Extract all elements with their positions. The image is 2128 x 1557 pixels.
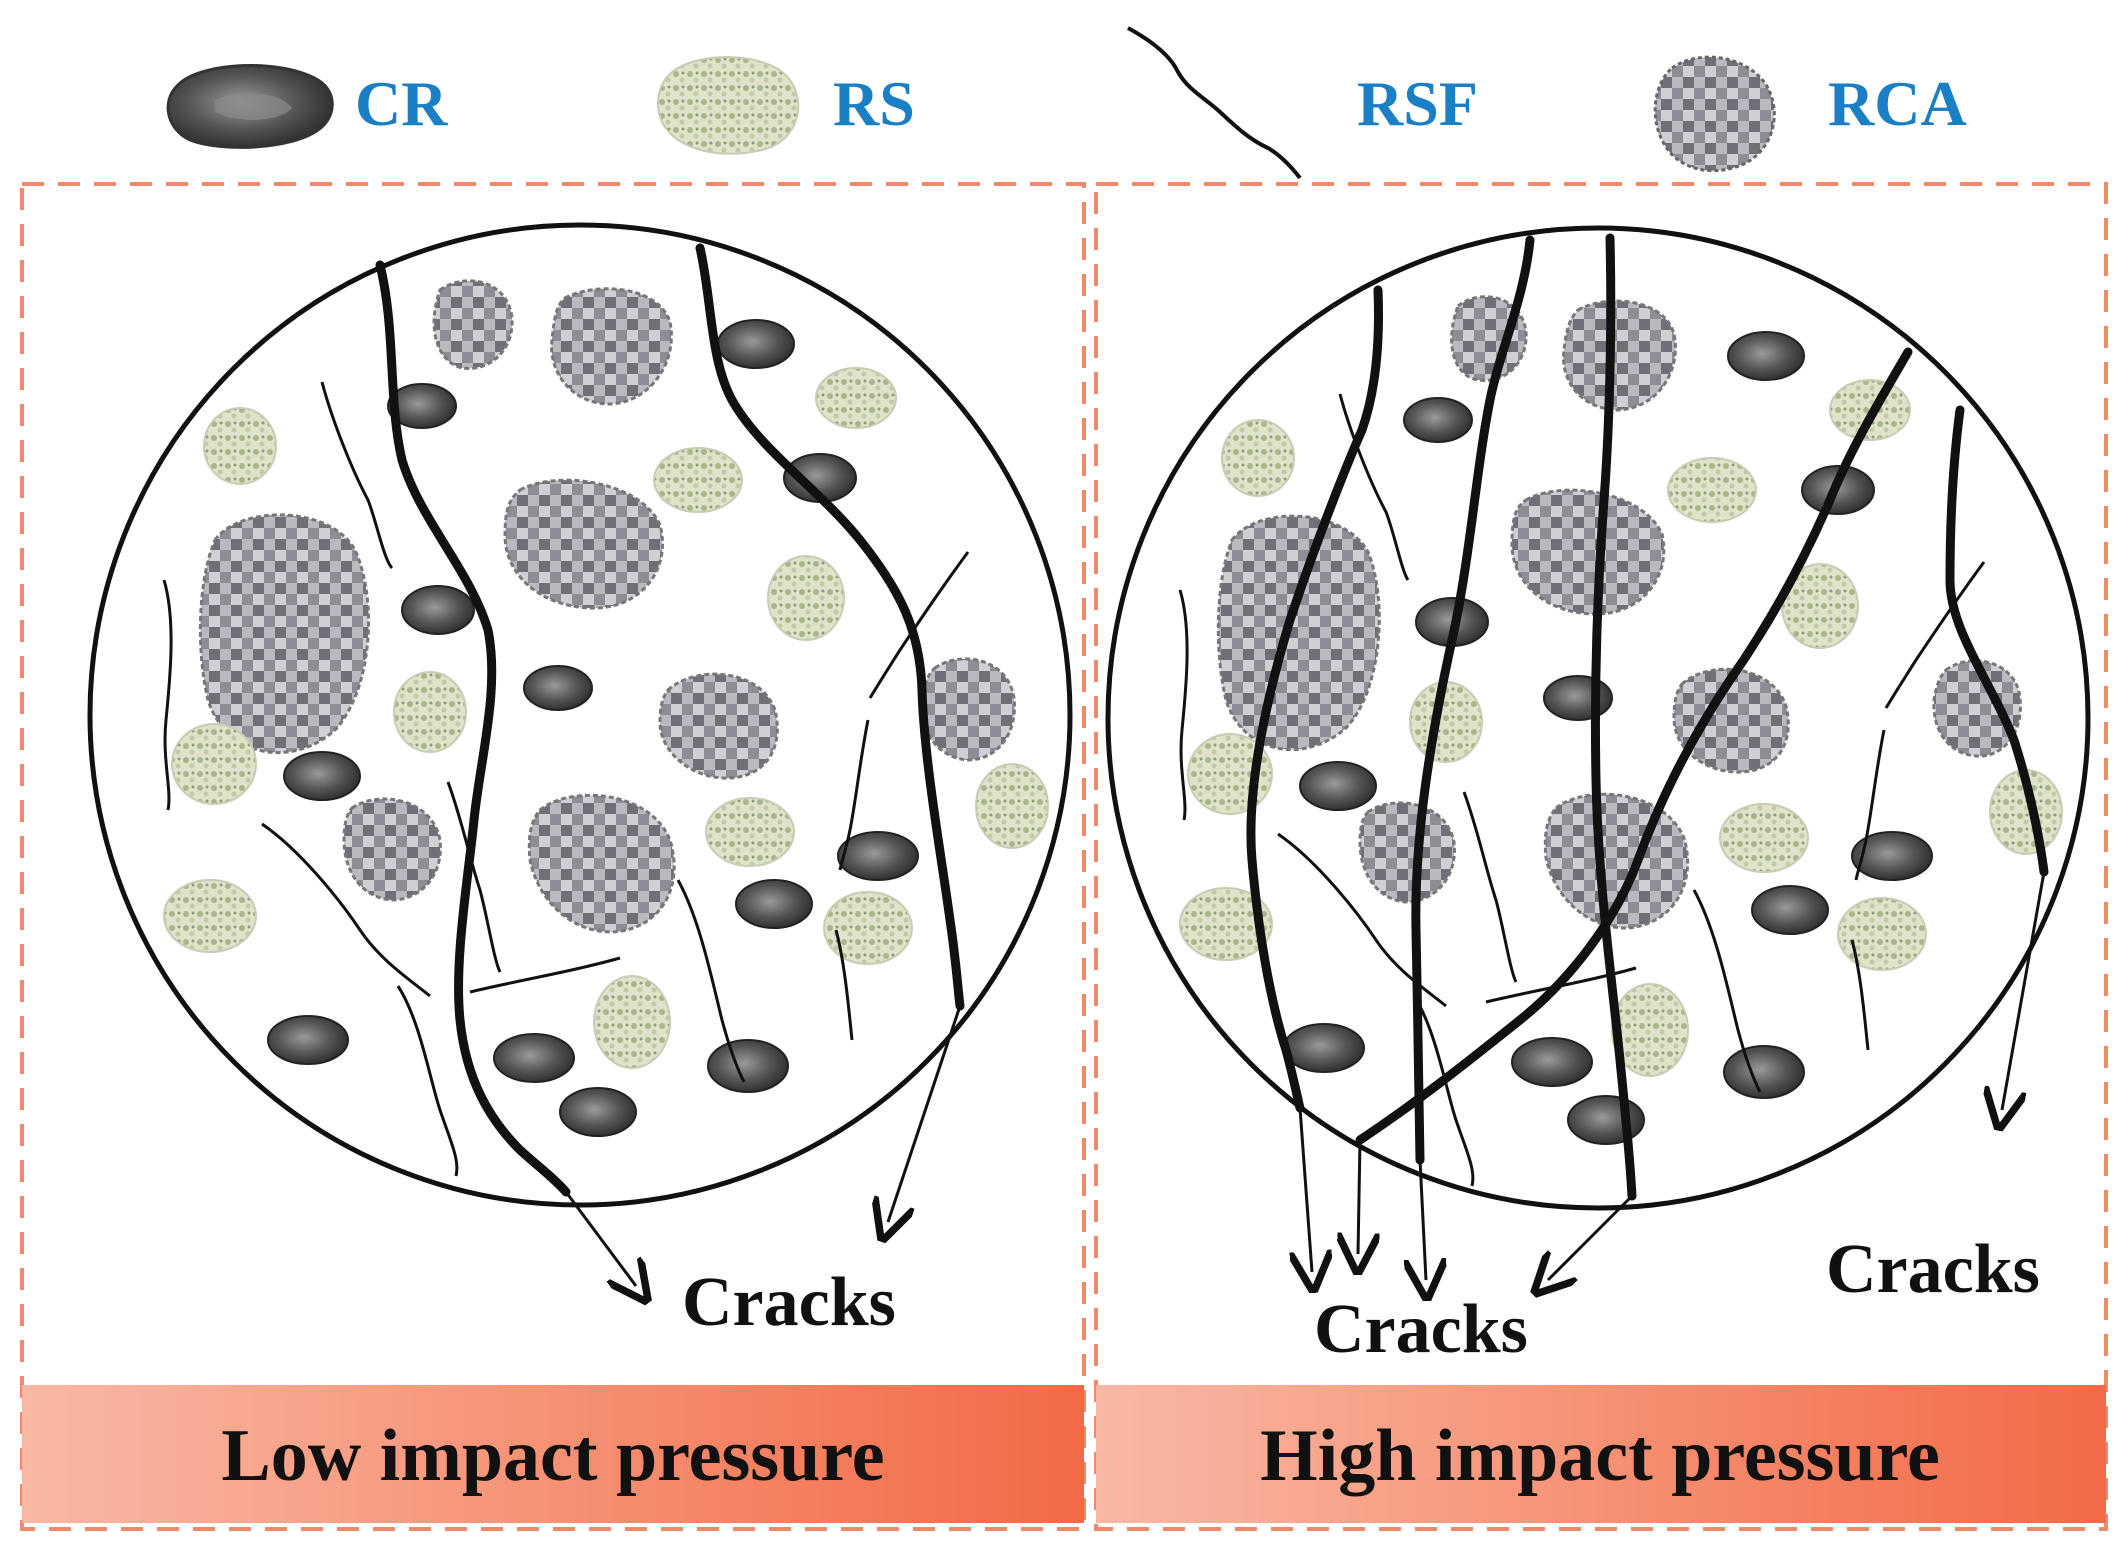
cracks-label-right-side: Cracks	[1826, 1231, 2040, 1308]
crack-lines	[375, 243, 965, 1197]
rca-particles	[1216, 295, 2022, 930]
cr-particles	[267, 319, 919, 1137]
rsf-fibers	[162, 381, 970, 1177]
pressure-bar-right	[1096, 1385, 2106, 1523]
crack-arrows	[564, 1005, 962, 1286]
legend: CR RS RSF RCA	[166, 26, 1967, 180]
panel-border	[20, 182, 1086, 1531]
legend-rca-label: RCA	[1828, 68, 1967, 139]
legend-rsf-label: RSF	[1357, 68, 1478, 139]
legend-rs-label: RS	[833, 68, 915, 139]
crack-lines	[1246, 233, 2049, 1201]
panel-border	[1094, 182, 2108, 1531]
rubber-shred-icon	[656, 56, 800, 155]
recycled-aggregate-icon	[1653, 55, 1776, 173]
crumb-rubber-icon	[166, 63, 334, 149]
pressure-bar-left-label: Low impact pressure	[221, 1415, 884, 1497]
rca-particles	[198, 279, 1016, 934]
pressure-bar-left	[22, 1385, 1084, 1523]
steel-fiber-icon	[1127, 26, 1302, 180]
cracks-label-left: Cracks	[682, 1264, 896, 1341]
crack-arrows	[1300, 871, 2046, 1280]
legend-cr-label: CR	[355, 68, 448, 139]
rs-particles	[163, 367, 1049, 1069]
pressure-bar-right-label: High impact pressure	[1260, 1415, 1940, 1497]
panel-low-impact: Cracks Low impact pressure	[20, 182, 1086, 1531]
panel-high-impact: Cracks Cracks High impact pressure	[1094, 182, 2108, 1531]
cracks-label-right-bottom: Cracks	[1314, 1291, 1528, 1368]
rs-particles	[1179, 379, 2063, 1077]
